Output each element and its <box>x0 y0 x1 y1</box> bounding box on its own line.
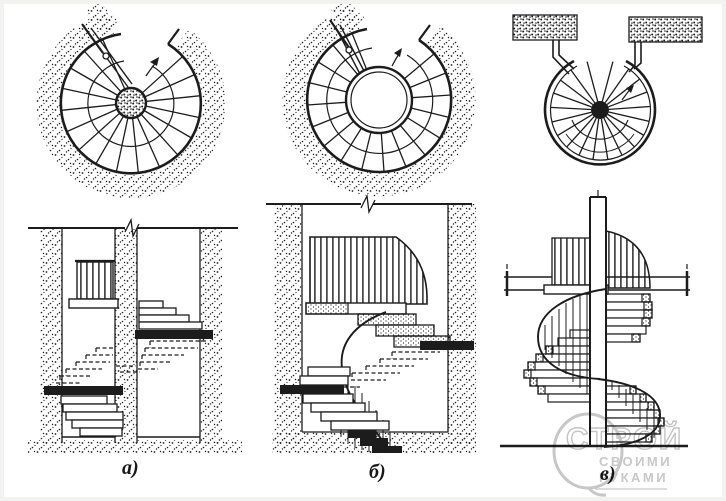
ground-stipple <box>28 440 242 454</box>
stair-inner-rim <box>549 65 652 161</box>
watermark-tagline-1: СВОИМИ <box>599 454 672 469</box>
upper-right-steps <box>605 293 653 343</box>
balustrade <box>76 261 114 300</box>
neck-rail-right <box>628 42 636 73</box>
landing-slab-textured <box>305 302 349 315</box>
stair-outer-edge <box>59 32 203 175</box>
wall-left <box>274 204 302 448</box>
upper-balustrade <box>309 236 428 305</box>
section-view-a <box>28 217 242 454</box>
hidden-steps-dashed <box>324 351 440 388</box>
landing-slab <box>68 298 119 309</box>
direction-arrow-icon <box>150 57 159 66</box>
hidden-steps-dashed <box>56 340 206 384</box>
handrail-line <box>90 27 133 85</box>
landing-beam <box>44 386 123 395</box>
center-column <box>590 197 606 446</box>
helical-handrail <box>537 288 607 380</box>
bottom-black-steps <box>348 430 402 453</box>
slab-end-marks <box>505 264 689 296</box>
stair-well-outer <box>344 65 414 135</box>
panel-label-b: б) <box>369 461 386 483</box>
landing-beam <box>420 341 474 350</box>
tread-lines <box>550 61 650 160</box>
tread-lines <box>307 32 451 172</box>
wall-segment-right <box>628 16 703 43</box>
walking-line-arc <box>87 60 175 148</box>
handrail-post <box>102 52 110 60</box>
newel-column <box>114 86 148 120</box>
stair-well-inner <box>350 71 408 129</box>
watermark-circle <box>552 412 624 490</box>
gap-edge-line <box>418 24 431 41</box>
lower-flight-steps <box>60 395 124 437</box>
direction-arrow-icon <box>626 85 634 93</box>
gap-edge-line <box>167 28 180 45</box>
masonry-wall-ring <box>282 6 476 197</box>
upper-left-balustrade <box>551 237 591 286</box>
direction-arrow-icon <box>394 48 402 57</box>
panel-label-a: а) <box>122 457 139 479</box>
wall-middle <box>115 229 137 443</box>
mid-steps <box>299 366 351 386</box>
masonry-wall-ring <box>36 11 226 199</box>
walking-line-arc <box>565 133 635 153</box>
watermark-swash <box>587 487 607 497</box>
lower-steps <box>302 393 390 431</box>
watermark-logo: СТРОЙ СВОИМИ РУКАМИ <box>552 412 683 497</box>
plan-view-b <box>282 0 476 197</box>
tread-lines <box>61 38 201 173</box>
walking-line-arc <box>571 119 629 140</box>
left-balusters <box>544 293 588 394</box>
upper-right-balustrade <box>605 230 651 289</box>
left-steps <box>523 329 607 403</box>
landing-beam <box>135 330 213 339</box>
wall-left <box>40 229 62 443</box>
right-balusters <box>611 382 655 438</box>
center-column <box>591 101 609 119</box>
entrance-wall-stub <box>329 0 365 31</box>
plan-view-a <box>36 0 226 199</box>
stair-outer-edge <box>543 59 657 166</box>
wall-right <box>448 204 476 448</box>
handrail-post <box>345 46 353 54</box>
wall-segment-left <box>512 14 578 41</box>
landing-beam <box>280 385 344 394</box>
break-symbol-icon <box>360 193 376 215</box>
section-view-b <box>266 193 476 454</box>
upper-flight-steps <box>138 300 203 330</box>
entrance-wall-stub <box>83 0 119 35</box>
landing-slab <box>543 284 609 295</box>
helical-handrail <box>597 378 661 448</box>
watermark-tagline-2: РУКАМИ <box>599 470 668 485</box>
plan-view-v <box>512 14 703 166</box>
elevation-view-v <box>500 190 690 448</box>
watermark-brand: СТРОЙ <box>566 420 683 456</box>
stair-outer-edge <box>305 27 453 174</box>
